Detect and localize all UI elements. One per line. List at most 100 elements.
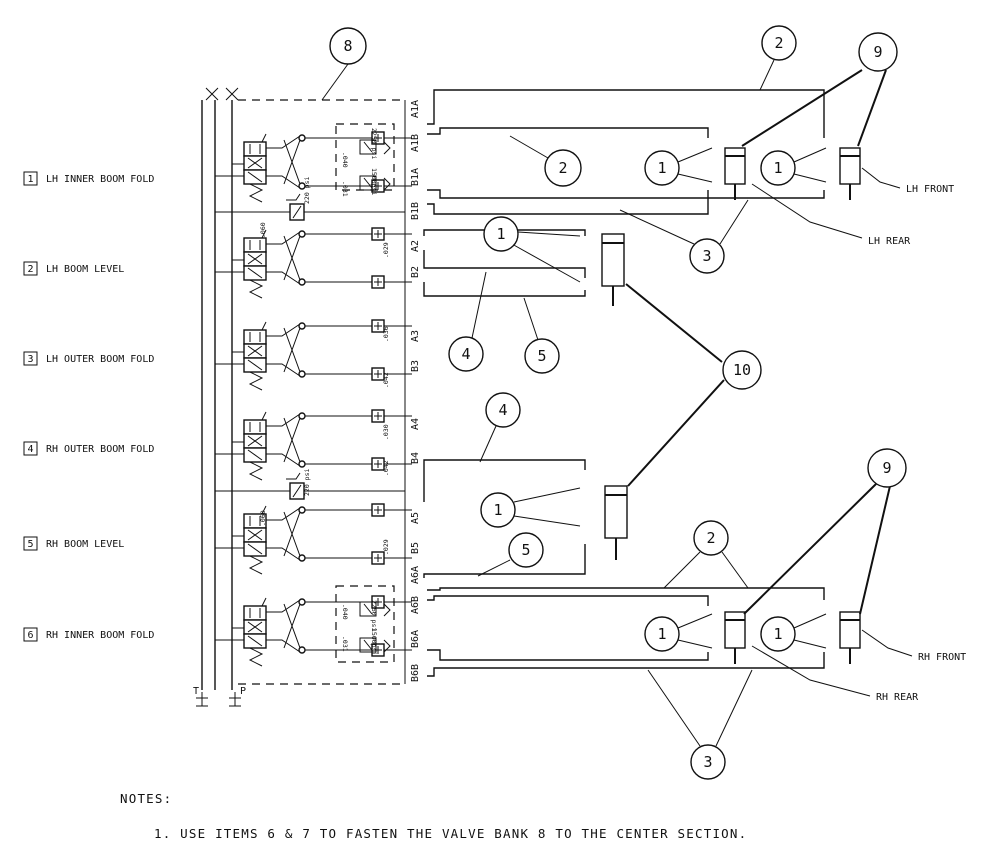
port-label: B1B	[410, 202, 421, 220]
callout-9: 9	[882, 459, 891, 477]
cylinder-rh-level	[604, 485, 628, 560]
orifice-value: .060	[259, 222, 267, 238]
function-number: 4	[27, 444, 33, 455]
orifice-value: .031	[341, 636, 349, 652]
callout-4: 4	[498, 401, 507, 419]
orifice-value: .060	[259, 510, 267, 526]
orifice-value: .031	[341, 181, 349, 197]
port-label: A6B	[410, 596, 421, 614]
callout-4: 4	[461, 345, 470, 363]
orifice-value: .029	[382, 242, 390, 258]
valve-section-5	[215, 503, 412, 575]
callout-1: 1	[657, 159, 666, 177]
valve-section-3	[215, 319, 412, 391]
supply-lines: T P	[193, 87, 406, 707]
port-label: A3	[410, 330, 421, 342]
valve-spools	[215, 123, 412, 667]
orifice-value: .040	[341, 604, 349, 620]
port-label: B6B	[410, 664, 421, 682]
orifice-value: .036	[382, 326, 390, 342]
callouts: 8 2 9 2 1 1 3 1 4 5	[321, 25, 907, 780]
relief-setting: 1500psi	[370, 168, 378, 195]
callout-1: 1	[773, 159, 782, 177]
port-label: B5	[410, 542, 421, 554]
function-label-2: 2 LH BOOM LEVEL	[23, 261, 124, 276]
valve-section-2	[215, 227, 412, 299]
label-lh-front: LH FRONT	[906, 184, 954, 195]
orifice-value: .042	[382, 372, 390, 388]
port-label: B6A	[410, 630, 421, 648]
note-1: 1. USE ITEMS 6 & 7 TO FASTEN THE VALVE B…	[154, 826, 747, 841]
port-label: A6A	[410, 566, 421, 584]
line-relief-valve	[286, 193, 305, 221]
port-labels: A1A A1B B1A B1B A2 B2 A3 B3 A4 B4 A5 B5 …	[410, 100, 421, 682]
label-lh-rear: LH REAR	[868, 236, 911, 247]
callout-8: 8	[343, 37, 352, 55]
port-label: A1B	[410, 134, 421, 152]
port-label: B3	[410, 360, 421, 372]
label-rh-front: RH FRONT	[918, 652, 966, 663]
function-number: 2	[27, 264, 33, 275]
cylinder-rh-rear	[724, 611, 746, 664]
function-name: LH BOOM LEVEL	[46, 264, 124, 275]
function-label-4: 4 RH OUTER BOOM FOLD	[23, 441, 154, 456]
orifice-value: .040	[341, 152, 349, 168]
callout-10: 10	[733, 361, 751, 379]
callout-3: 3	[703, 753, 712, 771]
callout-5: 5	[537, 347, 546, 365]
valve-section-1	[215, 131, 412, 203]
function-label-1: 1 LH INNER BOOM FOLD	[23, 171, 154, 186]
relief-setting: 1500psi	[370, 628, 378, 655]
function-number: 6	[27, 630, 33, 641]
callout-3: 3	[702, 247, 711, 265]
relief-valve-block	[335, 123, 395, 191]
relief-valve-block	[335, 585, 395, 663]
function-label-3: 3 LH OUTER BOOM FOLD	[23, 351, 154, 366]
function-name: RH OUTER BOOM FOLD	[46, 444, 154, 455]
port-label: A5	[410, 512, 421, 524]
cylinder-rh-front	[839, 611, 861, 664]
port-label: B2	[410, 266, 421, 278]
cylinder-lh-rear	[724, 147, 746, 200]
callout-5: 5	[521, 541, 530, 559]
callout-2: 2	[774, 34, 783, 52]
port-label: B1A	[410, 168, 421, 186]
function-name: LH OUTER BOOM FOLD	[46, 354, 154, 365]
label-rh-rear: RH REAR	[876, 692, 919, 703]
orifice-value: .030	[382, 424, 390, 440]
relief-setting: 220 psi	[303, 177, 311, 204]
cylinder-lh-front	[839, 147, 861, 200]
callout-1: 1	[657, 625, 666, 643]
function-number: 3	[27, 354, 33, 365]
callout-9: 9	[873, 43, 882, 61]
relief-setting: 2250 psi	[370, 600, 378, 631]
function-number: 1	[27, 174, 33, 185]
function-number: 5	[27, 539, 33, 550]
pressure-port-label: P	[240, 686, 246, 697]
callout-2: 2	[706, 529, 715, 547]
valve-section-6	[215, 595, 412, 667]
notes-title: NOTES:	[120, 791, 172, 806]
hose-lines	[423, 89, 825, 677]
relief-setting: 220 psi	[303, 469, 311, 496]
function-name: LH INNER BOOM FOLD	[46, 174, 154, 185]
orifice-value: .042	[382, 460, 390, 476]
cylinder-labels: LH FRONT LH REAR RH FRONT RH REAR	[751, 167, 966, 703]
function-name: RH BOOM LEVEL	[46, 539, 124, 550]
callout-2: 2	[558, 159, 567, 177]
relief-setting: 2250 psi	[370, 128, 378, 159]
port-label: A4	[410, 418, 421, 430]
port-label: A1A	[410, 100, 421, 118]
valve-section-4	[215, 409, 412, 481]
function-name: RH INNER BOOM FOLD	[46, 630, 154, 641]
orifice-value: .029	[382, 539, 390, 555]
tank-port-label: T	[193, 686, 199, 697]
section-values: .040 .031 2250 psi 1500psi 220 psi .060 …	[259, 128, 390, 655]
cylinder-lh-level	[601, 233, 625, 306]
line-relief-valve	[286, 472, 305, 500]
port-label: B4	[410, 452, 421, 464]
port-label: A2	[410, 240, 421, 252]
callout-1: 1	[496, 225, 505, 243]
function-label-6: 6 RH INNER BOOM FOLD	[23, 627, 154, 642]
